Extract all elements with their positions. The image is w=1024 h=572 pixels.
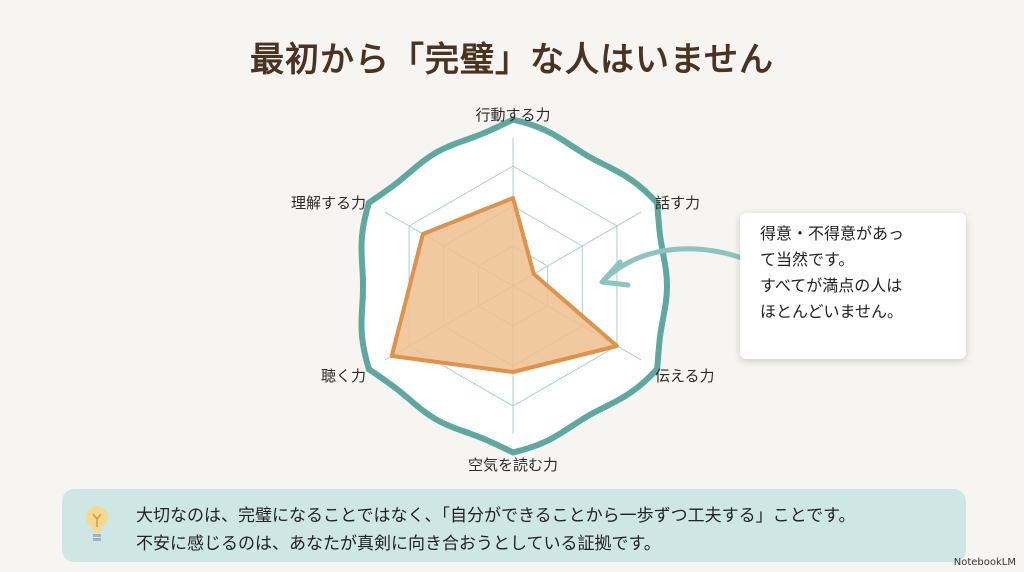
data-area: [389, 196, 619, 374]
axis-label: 聴く力: [321, 367, 366, 385]
page-title: 最初から「完璧」な人はいません: [250, 40, 774, 80]
lightbulb-icon: [86, 506, 108, 541]
axis-label: 空気を読む力: [468, 456, 558, 474]
callout-line: 得意・不得意があっ: [760, 224, 905, 243]
callout-line: ほとんどいません。: [760, 302, 904, 321]
message-box: 大切なのは、完璧になることではなく、「自分ができることから一歩ずつ工夫する」こと…: [62, 489, 966, 562]
message-line-1: 大切なのは、完璧になることではなく、「自分ができることから一歩ずつ工夫する」こと…: [136, 506, 856, 526]
brand-label: NotebookLM: [953, 557, 1016, 568]
arrow-icon: [601, 246, 755, 283]
axis-label: 理解する力: [291, 194, 366, 212]
message-line-2: 不安に感じるのは、あなたが真剣に向き合おうとしている証拠です。: [136, 534, 661, 554]
callout-box: 得意・不得意があっ て当然です。 すべてが満点の人は ほとんどいません。: [740, 213, 966, 359]
callout-line: すべてが満点の人は: [760, 276, 903, 295]
axis-label: 話す力: [655, 194, 700, 212]
axis-label: 伝える力: [655, 367, 715, 385]
callout-line: て当然です。: [760, 250, 855, 269]
arrow-head: [599, 259, 631, 288]
axis-label: 行動する力: [475, 106, 550, 124]
